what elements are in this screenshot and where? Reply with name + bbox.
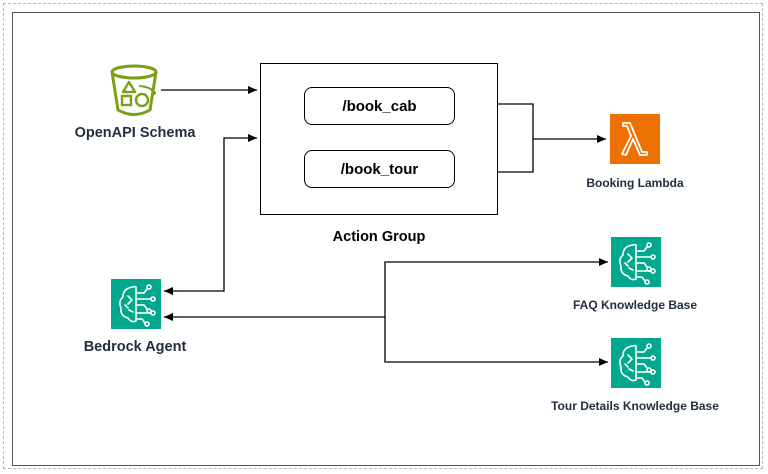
tour-knowledge-base-icon[interactable] [611,338,661,388]
faq-knowledge-base-icon[interactable] [611,237,661,287]
edge-trunk-to-tour-kb [384,317,608,366]
book-cab-endpoint[interactable]: /book_cab [304,87,455,125]
book-tour-endpoint[interactable]: /book_tour [304,150,455,188]
tour-knowledge-base-label: Tour Details Knowledge Base [551,399,719,413]
s3-bucket-icon[interactable] [108,63,160,118]
action-group-container [260,63,498,215]
booking-lambda-label: Booking Lambda [586,176,684,190]
faq-knowledge-base-label: FAQ Knowledge Base [572,298,698,312]
openapi-schema-label: OpenAPI Schema [74,125,196,141]
edge-agent-to-action-group [164,134,257,295]
diagram-outer-border [3,3,763,469]
lambda-icon[interactable] [610,114,660,164]
bedrock-agent-label: Bedrock Agent [83,339,187,355]
action-group-label: Action Group [332,229,426,245]
edge-trunk-to-faq-kb [384,258,608,317]
diagram-frame [12,12,760,466]
bedrock-agent-icon[interactable] [111,279,161,329]
